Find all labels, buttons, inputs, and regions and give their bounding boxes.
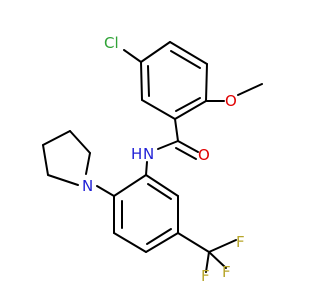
bond <box>146 228 172 245</box>
fluorine-atom-label-2: F <box>222 263 231 281</box>
bond <box>96 185 115 197</box>
bond <box>47 174 79 186</box>
lower-benzene-ring <box>113 174 179 253</box>
bond <box>208 251 227 269</box>
bond <box>170 50 201 69</box>
carbonyl-oxygen-label: O <box>198 146 210 164</box>
upper-benzene-ring <box>140 41 208 120</box>
bond <box>177 140 199 153</box>
bond <box>175 97 201 112</box>
bond <box>69 130 91 154</box>
chlorine-atom-label: Cl <box>104 34 119 52</box>
bond <box>157 140 179 150</box>
bond <box>147 183 172 200</box>
bond <box>237 83 263 96</box>
bond <box>175 147 197 160</box>
bond <box>145 232 179 253</box>
amide-hydrogen-label: H <box>131 145 142 163</box>
bond <box>145 174 179 197</box>
bond <box>141 99 176 120</box>
bond <box>174 118 179 142</box>
bond <box>177 232 210 253</box>
molecule-canvas: Cl O O N H N F F F <box>42 34 263 285</box>
pyrrolidine-nitrogen-label: N <box>82 177 93 195</box>
molecule-structure: Cl O O N H N F F F <box>42 34 263 285</box>
bond <box>205 63 208 102</box>
bond <box>208 239 237 253</box>
bond <box>169 41 208 65</box>
bond <box>42 144 49 176</box>
bond <box>140 41 171 63</box>
bond <box>113 232 147 253</box>
pyrrolidine-ring <box>42 130 91 186</box>
bond <box>147 65 150 97</box>
bond <box>205 251 210 273</box>
bond <box>174 100 207 120</box>
fluorine-atom-label-1: F <box>236 233 245 251</box>
bond <box>123 49 142 63</box>
methoxy-oxygen-label: O <box>225 92 237 110</box>
bond <box>85 152 91 175</box>
bond <box>42 130 71 146</box>
amide-nitrogen-label: N <box>143 145 154 163</box>
bond <box>113 174 147 197</box>
bond <box>145 161 148 176</box>
bond <box>140 61 143 101</box>
fluorine-atom-label-3: F <box>201 267 210 285</box>
